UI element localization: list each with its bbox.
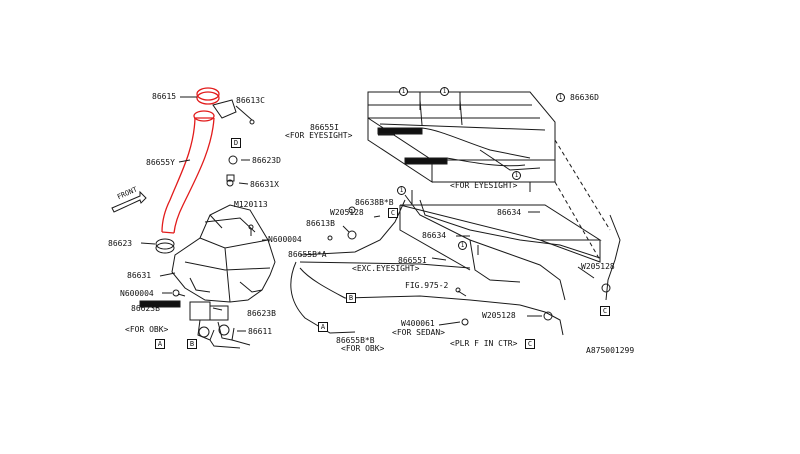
washer-tank bbox=[171, 204, 276, 303]
front-arrow bbox=[111, 190, 147, 213]
part-86623B-right: 86623B bbox=[247, 309, 276, 318]
part-W205128-right: W205128 bbox=[581, 262, 615, 271]
part-86638B-B: 86638B*B bbox=[355, 198, 394, 207]
part-86613B: 86613B bbox=[306, 219, 335, 228]
callout-box-c-upper: C bbox=[388, 208, 398, 218]
callout-box-b-left: B bbox=[187, 339, 197, 349]
note-plr-f-in-ctr: <PLR F IN CTR> bbox=[450, 339, 518, 348]
ref-fig-975-2: FIG.975-2 bbox=[405, 281, 449, 290]
part-M120113: M120113 bbox=[234, 200, 268, 209]
note-for-obk-right: <FOR OBK> bbox=[341, 344, 385, 353]
part-86613C: 86613C bbox=[236, 96, 265, 105]
part-86634-left: 86634 bbox=[422, 231, 447, 240]
part-86615: 86615 bbox=[152, 92, 177, 101]
part-86611: 86611 bbox=[248, 327, 273, 336]
note-for-eyesight-top: <FOR EYESIGHT> bbox=[285, 131, 353, 140]
callout-circle-1-e: 1 bbox=[512, 171, 521, 180]
callout-circle-1-a: 1 bbox=[399, 87, 408, 96]
part-86655I-top: 86655I bbox=[310, 123, 339, 132]
callout-box-c-right: C bbox=[600, 306, 610, 316]
callout-box-d: D bbox=[231, 138, 241, 148]
note-exc-eyesight: <EXC.EYESIGHT> bbox=[352, 264, 420, 273]
eyesight-box bbox=[367, 91, 556, 161]
part-86636D: 86636D bbox=[570, 93, 599, 102]
callout-circle-1-b: 1 bbox=[440, 87, 449, 96]
part-W400061: W400061 bbox=[401, 319, 435, 328]
part-86655Y: 86655Y bbox=[146, 158, 175, 167]
callout-circle-1-legend: 1 bbox=[556, 93, 565, 102]
callout-box-c-lower: C bbox=[525, 339, 535, 349]
part-86634-right: 86634 bbox=[497, 208, 522, 217]
callout-box-a-right: A bbox=[318, 322, 328, 332]
part-86655B-A: 86655B*A bbox=[288, 250, 327, 259]
callout-circle-1-c: 1 bbox=[397, 186, 406, 195]
part-W205128-lower: W205128 bbox=[482, 311, 516, 320]
part-W205128-upper: W205128 bbox=[330, 208, 364, 217]
callout-box-b-right: B bbox=[346, 293, 356, 303]
diagram-reference-number: A875001299 bbox=[586, 346, 635, 355]
washer-hose-lower bbox=[209, 261, 356, 349]
part-86655B-B: 86655B*B bbox=[336, 336, 375, 345]
part-N600004-lower: N600004 bbox=[120, 289, 154, 298]
part-86655I-mid: 86655I bbox=[398, 256, 427, 265]
filler-cap bbox=[196, 87, 220, 101]
part-86623D: 86623D bbox=[252, 156, 281, 165]
note-for-sedan: <FOR SEDAN> bbox=[392, 328, 445, 337]
part-86623B-left: 86623B bbox=[131, 304, 160, 313]
note-for-eyesight-mid: <FOR EYESIGHT> bbox=[450, 181, 518, 190]
part-86623: 86623 bbox=[108, 239, 133, 248]
part-N600004-upper: N600004 bbox=[268, 235, 302, 244]
part-86631X: 86631X bbox=[250, 180, 279, 189]
callout-circle-1-d: 1 bbox=[458, 241, 467, 250]
part-86631: 86631 bbox=[127, 271, 152, 280]
callout-box-a-left: A bbox=[155, 339, 165, 349]
filler-neck-pipe bbox=[161, 117, 215, 234]
note-for-obk-left: <FOR OBK> bbox=[125, 325, 169, 334]
